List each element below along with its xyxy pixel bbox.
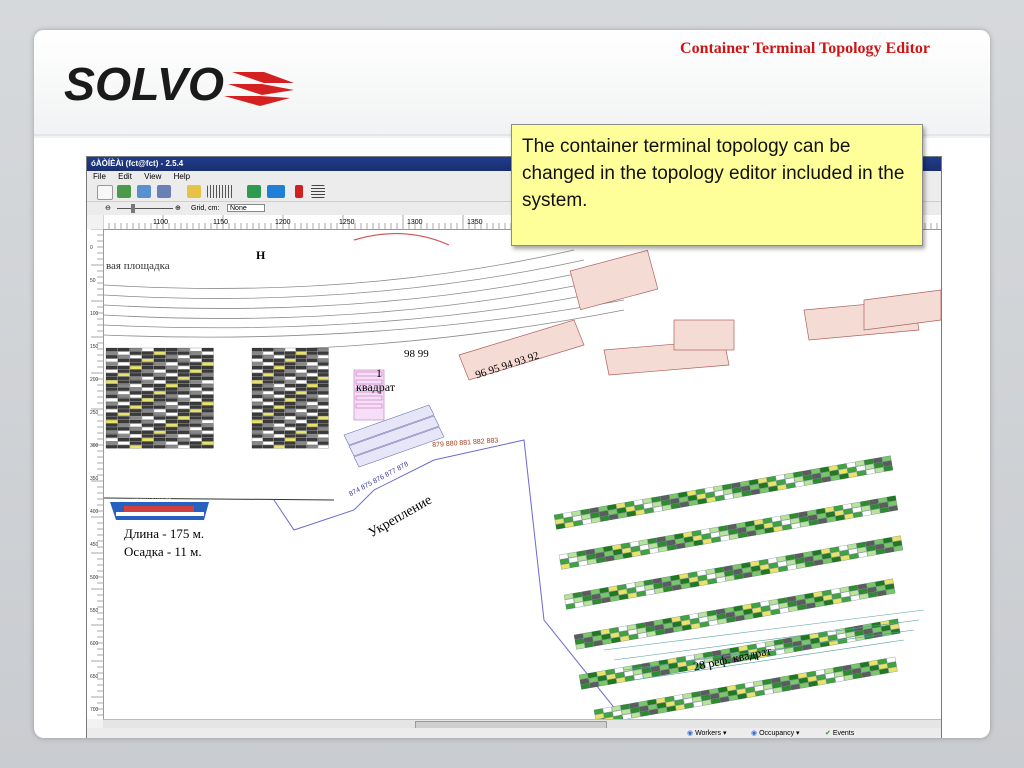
save-icon[interactable]	[157, 185, 171, 198]
reefer-area	[603, 609, 925, 681]
barcode-icon[interactable]	[207, 185, 233, 198]
ruler-v-tick: 450	[90, 542, 99, 548]
ruler-v-tick: 0	[90, 245, 93, 251]
topology-editor-window[interactable]: óÀÒÍÈÀì (fct@fct) - 2.5.4 File Edit View…	[86, 156, 942, 738]
ruler-v-tick: 550	[90, 608, 99, 614]
menu-file[interactable]: File	[93, 172, 106, 181]
ruler-v-tick: 200	[90, 377, 99, 383]
edit-icon[interactable]	[187, 185, 201, 198]
window-title: óÀÒÍÈÀì (fct@fct) - 2.5.4	[91, 159, 184, 168]
area-label: вая площадка	[106, 260, 170, 272]
person-icon[interactable]	[295, 185, 303, 198]
stack-number-label: 98 99	[404, 348, 429, 360]
new-file-icon[interactable]	[97, 185, 113, 200]
ruler-v-tick: 700	[90, 707, 99, 713]
open-icon[interactable]	[137, 185, 151, 198]
vertical-ruler: 0 50 100 150 200 250 300 350 400 450 500 550 600 650 7…	[87, 228, 104, 719]
ruler-v-tick: 650	[90, 674, 99, 680]
ship	[110, 502, 209, 520]
grid-select[interactable]: None	[227, 204, 265, 212]
occupancy-button[interactable]: ◉ Occupancy ▾	[751, 730, 800, 737]
kvadrat-number-label: 1	[376, 366, 382, 380]
display-icon[interactable]	[267, 185, 285, 198]
grid-label: Grid, cm:	[191, 205, 220, 212]
ruler-v-tick: 400	[90, 509, 99, 515]
ruler-h-tick: 1300	[407, 219, 423, 226]
quay-edge	[273, 439, 624, 719]
events-button[interactable]: ✔ Events	[825, 728, 854, 738]
workers-icon: ◉	[687, 730, 694, 737]
lavender-stacks	[343, 404, 445, 468]
slide-header: SOLVO Container Terminal Topology Editor	[34, 30, 990, 138]
events-icon: ✔	[825, 730, 831, 737]
zoom-in-icon[interactable]: ⊕	[175, 205, 181, 212]
ruler-h-tick: 1250	[339, 219, 355, 226]
ruler-h-tick: 1100	[153, 219, 169, 226]
kvadrat-label: квадрат	[356, 380, 396, 394]
grid-select-value: None	[230, 205, 247, 212]
ruler-v-tick: 500	[90, 575, 99, 581]
terminal-map[interactable]	[104, 230, 941, 719]
buildings	[458, 249, 941, 381]
green-yard-rows	[553, 455, 904, 719]
berth-line	[104, 497, 335, 501]
h-marker-label: H	[256, 248, 266, 262]
ship-name-label: НАРИМАН ФАХИМОВ	[130, 497, 172, 502]
menu-view[interactable]: View	[144, 172, 162, 181]
zoom-slider[interactable]	[117, 208, 173, 209]
zoom-slider-handle[interactable]	[131, 204, 135, 213]
left-yard-blocks	[105, 347, 329, 449]
network-icon[interactable]	[311, 185, 325, 198]
slide-title: Container Terminal Topology Editor	[680, 40, 930, 57]
status-bar: ◉ Workers ▾ ◉ Occupancy ▾ ✔ Events	[87, 728, 941, 738]
ruler-v-tick: 250	[90, 410, 99, 416]
ship-length-label: Длина - 175 м.	[124, 526, 205, 541]
ship-draft-label: Осадка - 11 м.	[124, 544, 202, 559]
workers-button[interactable]: ◉ Workers ▾	[687, 730, 727, 737]
ruler-v-tick: 300	[90, 443, 99, 449]
ruler-v-tick: 100	[90, 311, 99, 317]
callout-text: The container terminal topology can be c…	[522, 136, 905, 211]
open-folder-icon[interactable]	[117, 185, 131, 198]
events-label: Events	[832, 730, 855, 737]
menu-edit[interactable]: Edit	[118, 172, 132, 181]
pink-stacks	[353, 369, 385, 421]
ruler-v-tick: 150	[90, 344, 99, 350]
ruler-v-tick: 350	[90, 476, 99, 482]
rail-loop	[353, 233, 450, 246]
rail-tracks	[104, 249, 625, 351]
ruler-v-tick: 50	[90, 278, 96, 284]
ruler-h-tick: 1200	[275, 219, 291, 226]
workers-label: Workers	[695, 730, 721, 737]
zoom-out-icon[interactable]: ⊖	[105, 205, 111, 212]
occupancy-label: Occupancy	[759, 730, 795, 737]
ruler-h-tick: 1150	[213, 219, 229, 226]
occupancy-icon: ◉	[751, 730, 758, 737]
solvo-logo: SOLVO	[64, 50, 304, 115]
menu-help[interactable]: Help	[173, 172, 191, 181]
callout-box: The container terminal topology can be c…	[511, 124, 923, 246]
topology-canvas[interactable]: вая площадка H 98 99 1 квадрат 96 95 94 …	[104, 230, 941, 719]
ruler-h-tick: 1350	[467, 219, 483, 226]
ruler-v-tick: 600	[90, 641, 99, 647]
svg-text:SOLVO: SOLVO	[64, 58, 224, 110]
grid-table-icon[interactable]	[247, 185, 261, 198]
